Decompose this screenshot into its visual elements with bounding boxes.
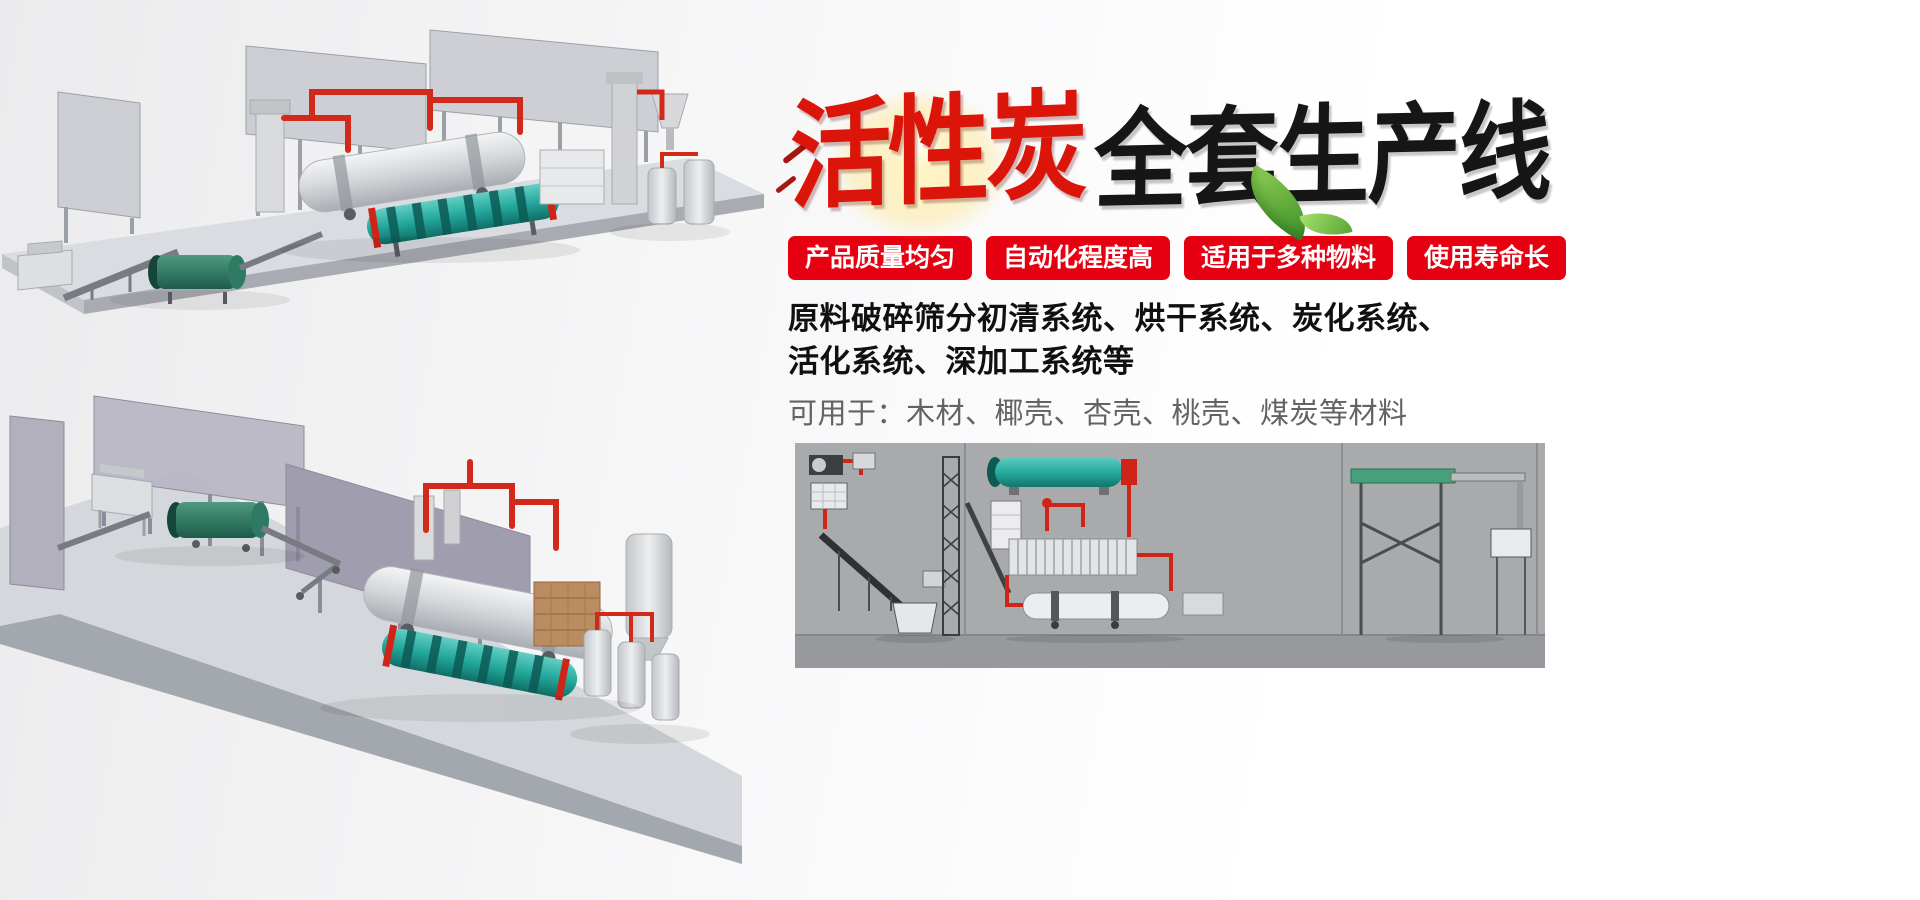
system-description-line2: 活化系统、深加工系统等	[788, 343, 1135, 379]
crushing-section	[809, 452, 946, 634]
production-line-render-bottom	[0, 395, 742, 864]
transfer-conveyors	[260, 525, 342, 600]
layout-panel	[795, 443, 1545, 668]
activation-furnace-drum	[382, 624, 578, 701]
red-piping	[281, 89, 523, 153]
title-black-text: 全套生产线	[1093, 91, 1552, 222]
cooling-tower	[606, 72, 643, 205]
page-title: 活性炭 全套生产线	[788, 80, 1551, 224]
platform	[0, 470, 742, 864]
title-block: 活性炭 全套生产线	[775, 66, 1562, 262]
floor-shadows	[875, 635, 1505, 643]
production-line-layout-render	[795, 443, 1545, 668]
wall-divider-lines	[964, 443, 1538, 635]
production-line-render-top	[2, 29, 764, 314]
storage-tanks	[583, 612, 680, 721]
screening-machine	[539, 149, 605, 205]
red-pipe-right	[637, 89, 665, 120]
red-piping	[423, 459, 559, 551]
badge-multi-material: 适用于多种物料	[1184, 236, 1394, 280]
crusher-drum	[148, 255, 246, 304]
hero-text-column: 活性炭 全套生产线 产品质量均匀 自动化程度高 适用于多种物料 使用寿命长 原料…	[775, 66, 1567, 432]
system-description-line1: 原料破碎筛分初清系统、烘干系统、炭化系统、	[788, 301, 1450, 336]
feeder-hopper	[91, 464, 153, 536]
dust-collector-tower	[249, 99, 291, 213]
storage-tanks	[647, 152, 715, 225]
transfer-conveyor	[238, 231, 324, 271]
feeder-hopper	[17, 240, 73, 291]
bucket-elevator	[942, 456, 960, 636]
carbonization-section	[964, 457, 1224, 629]
system-description: 原料破碎筛分初清系统、烘干系统、炭化系统、 活化系统、深加工系统等	[788, 298, 1562, 384]
rotary-dryer-drum	[298, 131, 526, 221]
activation-furnace-drum	[366, 179, 560, 257]
title-red-text: 活性炭	[789, 80, 1085, 224]
ground-shadows	[115, 546, 710, 744]
incline-conveyor	[56, 511, 152, 551]
light-glow-core	[892, 120, 944, 172]
usage-line: 可用于：木材、椰壳、杏壳、桃壳、煤炭等材料	[788, 397, 1408, 430]
panel-floor	[795, 635, 1545, 668]
badge-long-life: 使用寿命长	[1407, 236, 1567, 280]
packing-section	[1350, 468, 1532, 635]
ground-shadows	[110, 223, 730, 310]
